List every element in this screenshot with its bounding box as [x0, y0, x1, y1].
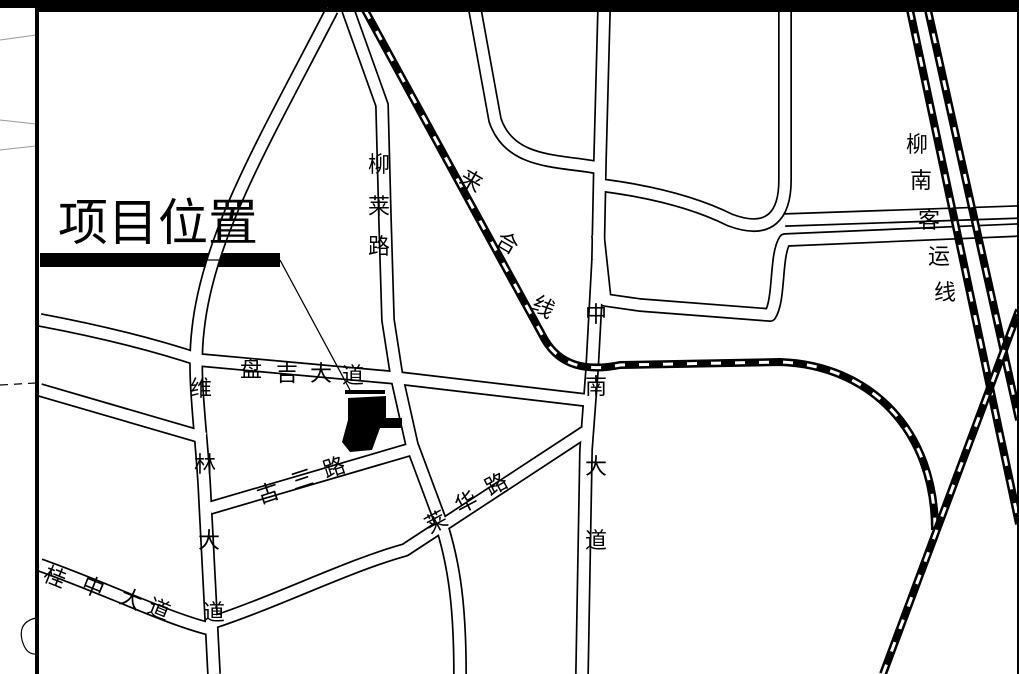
- road-label-zhongnan-char: 大: [585, 455, 607, 480]
- leader-line: [279, 259, 351, 391]
- railway-network: [361, 8, 1019, 674]
- road-label-panji-char: 吉: [276, 362, 298, 387]
- road-label-zhongnan-char: 南: [585, 375, 607, 400]
- rail-label-liunan-char: 客: [918, 209, 940, 234]
- road-label-zhongnan-char: 道: [585, 529, 607, 554]
- road-label-weilin-char: 大: [198, 529, 220, 554]
- rail-label-liunan-char: 运: [928, 245, 950, 270]
- road-label-liulai-char: 路: [368, 235, 390, 260]
- margin-line-2: [0, 119, 37, 125]
- label-layer: 柳莱路盘吉大道维林大道古三路莱华路桂中大道中南大道来合线柳南客运线: [40, 133, 956, 626]
- road-network: [37, 6, 1019, 674]
- road-label-weilin-char: 维: [190, 377, 212, 402]
- rail-label-liunan-char: 南: [910, 169, 932, 194]
- rail-label-laihe-char: 来: [455, 166, 487, 199]
- page-edge-top: [0, 0, 1019, 8]
- margin-line-1: [0, 34, 37, 41]
- margin-dash: [0, 382, 37, 386]
- rail-label-liunan-char: 柳: [906, 133, 928, 158]
- road-label-liulai-char: 柳: [368, 153, 390, 178]
- road-label-weilin-char: 林: [194, 453, 216, 478]
- road-label-panji-char: 大: [310, 362, 332, 387]
- map-frame: [35, 8, 1019, 674]
- map-title: 项目位置: [58, 194, 258, 252]
- road-label-weilin-char: 道: [203, 601, 225, 626]
- road-label-liulai-char: 莱: [368, 195, 390, 220]
- road-label-panji-char: 道: [342, 364, 364, 389]
- margin-arc: [20, 617, 37, 655]
- project-site-marker: [342, 390, 402, 452]
- margin-line-3: [0, 145, 37, 151]
- road-label-panji-char: 盘: [240, 358, 262, 383]
- road-label-zhongnan-char: 中: [585, 303, 607, 328]
- rail-label-liunan-char: 线: [934, 281, 956, 306]
